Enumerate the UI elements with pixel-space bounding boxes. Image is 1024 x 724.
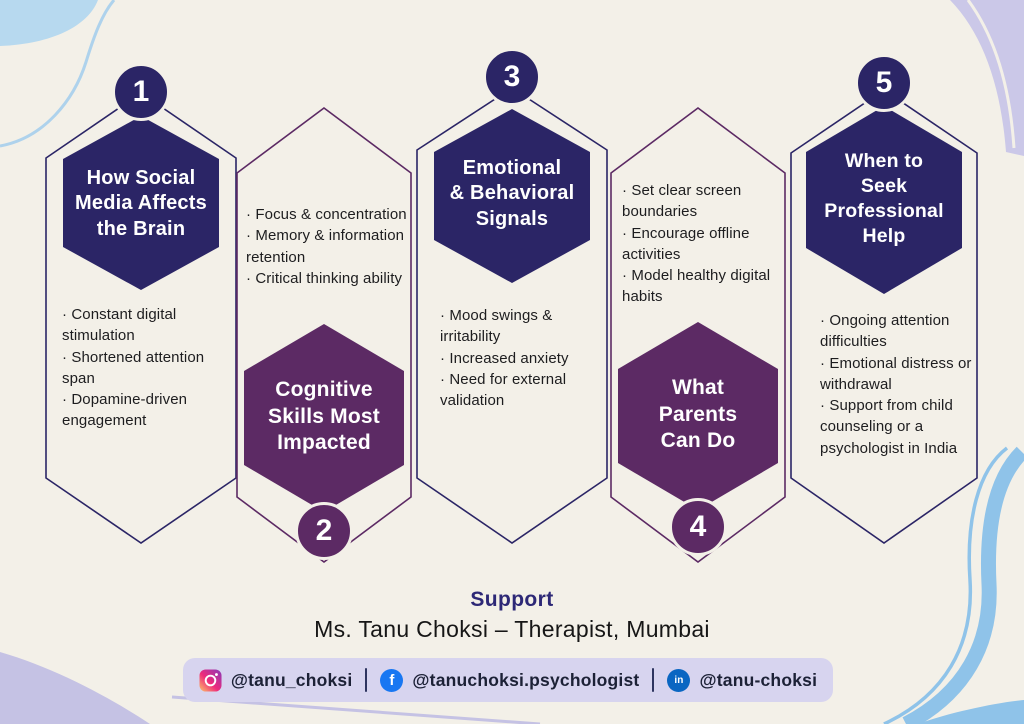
facebook-icon: f (380, 668, 404, 692)
instagram-icon (199, 668, 222, 692)
step-bullets-2: · Focus & concentration · Memory & infor… (246, 204, 418, 289)
bullet-item: · Model healthy digital habits (622, 267, 771, 306)
title-line: Signals (475, 207, 549, 230)
bullet-item: · Constant digital stimulation (62, 306, 177, 345)
divider-bar (652, 668, 655, 692)
bullet-item: · Shortened attention span (62, 348, 205, 387)
bullet-item: · Support from child counseling or a psy… (820, 397, 958, 457)
title-line: Skills Most (268, 404, 380, 428)
outline-hexagon-2 (236, 107, 412, 563)
outline-hexagon-3 (416, 87, 608, 544)
curve-line-top-left (0, 0, 116, 148)
step-title-1: How Social Media Affects the Brain (60, 148, 222, 260)
bullet-item: · Need for external validation (440, 370, 567, 410)
bullet-item: · Encourage offline activities (622, 224, 750, 263)
bullet-item: · Ongoing attention difficulties (820, 312, 950, 351)
title-line: When to (844, 150, 924, 173)
step-title-3: Emotional & Behavioral Signals (431, 138, 593, 250)
title-line: Professional (824, 200, 944, 222)
social-item-instagram[interactable]: @tanu_choksi (199, 668, 353, 692)
social-bar: @tanu_choksi f @tanuchoksi.psychologist … (183, 658, 833, 702)
corner-blob-top-right (950, 0, 1024, 156)
bullet-item: · Set clear screen boundaries (622, 182, 742, 221)
bullet-item: · Emotional distress or withdrawal (820, 354, 972, 393)
step-title-4: What Parents Can Do (615, 356, 781, 474)
bullet-item: · Dopamine-driven engagement (62, 391, 188, 430)
divider-bar (365, 668, 368, 692)
title-line: Seek (860, 175, 908, 198)
title-line: the Brain (96, 217, 186, 240)
step-bullets-1: · Constant digital stimulation · Shorten… (62, 304, 234, 432)
social-handle[interactable]: @tanu-choksi (699, 669, 818, 690)
title-line: Emotional (462, 156, 562, 179)
linkedin-icon: in (667, 668, 691, 692)
hexagon-step-4 (618, 322, 778, 510)
title-line: Can Do (660, 429, 736, 453)
linkedin-glyph: in (674, 674, 684, 686)
step-number-2: 2 (295, 502, 353, 560)
wave-band-bottom-right (902, 446, 1024, 724)
step-number-4: 4 (669, 498, 727, 556)
wave-line-bottom-right (883, 446, 1009, 724)
title-line: Help (862, 224, 906, 247)
corner-blob-bottom-right (918, 700, 1024, 724)
bullet-item: · Increased anxiety (440, 349, 569, 367)
social-item-facebook[interactable]: f @tanuchoksi.psychologist (380, 668, 640, 692)
title-line: What (671, 375, 725, 399)
outline-hexagon-1 (45, 92, 237, 544)
hexagon-step-1 (63, 116, 219, 290)
title-line: Impacted (277, 431, 371, 455)
step-bullets-4: · Set clear screen boundaries · Encourag… (622, 180, 774, 308)
step-title-5: When to Seek Professional Help (803, 136, 965, 262)
title-line: Cognitive (275, 377, 373, 401)
step-title-2: Cognitive Skills Most Impacted (241, 358, 407, 476)
title-line: Media Affects (75, 192, 207, 215)
bullet-item: · Critical thinking ability (246, 269, 403, 287)
bullet-item: · Memory & information retention (246, 227, 405, 266)
corner-blob-bottom-left (0, 652, 150, 724)
hexagon-step-2 (244, 324, 404, 512)
title-line: Parents (658, 402, 738, 426)
outline-hexagon-5 (790, 89, 978, 544)
social-handle[interactable]: @tanu_choksi (230, 669, 353, 690)
step-bullets-3: · Mood swings & irritability · Increased… (440, 305, 602, 411)
support-heading: Support (470, 588, 554, 611)
step-number-5: 5 (855, 54, 913, 112)
title-line: How Social (86, 166, 196, 189)
curve-line-top-right (966, 0, 1016, 149)
hexagon-step-3 (434, 109, 590, 283)
hexagon-step-5 (806, 106, 962, 294)
social-item-linkedin[interactable]: in @tanu-choksi (667, 668, 818, 692)
bullet-item: · Focus & concentration (246, 206, 407, 223)
facebook-glyph: f (389, 671, 395, 689)
title-line: & Behavioral (449, 182, 575, 205)
author-line: Ms. Tanu Choksi – Therapist, Mumbai (314, 616, 710, 642)
bullet-item: · Mood swings & irritability (440, 307, 553, 346)
outline-hexagon-4 (610, 107, 786, 563)
corner-blob-top-left (0, 0, 98, 46)
social-handle[interactable]: @tanuchoksi.psychologist (412, 669, 640, 690)
step-number-1: 1 (112, 63, 170, 121)
step-number-3: 3 (483, 48, 541, 106)
step-bullets-5: · Ongoing attention difficulties · Emoti… (820, 310, 992, 459)
